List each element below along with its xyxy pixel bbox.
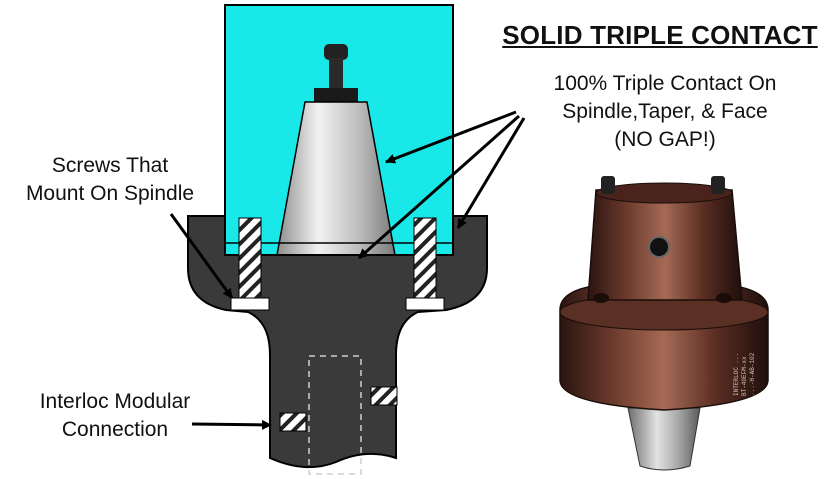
diagram-title: SOLID TRIPLE CONTACT xyxy=(502,20,818,50)
arrow-to-face xyxy=(358,114,520,260)
callout-line: Connection xyxy=(61,418,169,441)
arrow-to-screw xyxy=(169,213,234,299)
part-engraving: INTERLOC ... BT-40EFM-xx ...-H-AB-102 xyxy=(733,352,756,396)
callout-line: Mount On Spindle xyxy=(25,182,195,205)
engraving-line-2: BT-40EFM-xx xyxy=(741,356,748,396)
screws-callout: Screws That Mount On Spindle xyxy=(0,152,220,208)
engraving-line-3: ...-H-AB-102 xyxy=(749,352,756,396)
arrow-to-taper xyxy=(385,110,517,164)
part-photo xyxy=(559,176,769,471)
right-mount-screw xyxy=(405,217,445,311)
pull-stud xyxy=(314,44,358,102)
callout-arrows xyxy=(169,110,526,430)
callout-line: (NO GAP!) xyxy=(614,128,716,151)
left-mount-screw xyxy=(230,217,270,311)
callout-line: Screws That xyxy=(51,154,169,177)
callout-line: Interloc Modular xyxy=(39,390,191,413)
modular-bore xyxy=(308,355,362,475)
interloc-callout: Interloc Modular Connection xyxy=(0,388,230,444)
arrow-to-spindle xyxy=(456,117,526,229)
interloc-insert-left xyxy=(279,412,307,432)
interloc-insert-right xyxy=(370,386,398,406)
callout-line: Spindle,Taper, & Face xyxy=(562,100,768,123)
triple-contact-callout: 100% Triple Contact On Spindle,Taper, & … xyxy=(500,70,830,154)
engraving-line-1: INTERLOC ... xyxy=(733,353,740,396)
holder-body xyxy=(187,215,488,469)
arrow-to-interloc xyxy=(191,419,272,430)
callout-line: 100% Triple Contact On xyxy=(553,72,777,95)
